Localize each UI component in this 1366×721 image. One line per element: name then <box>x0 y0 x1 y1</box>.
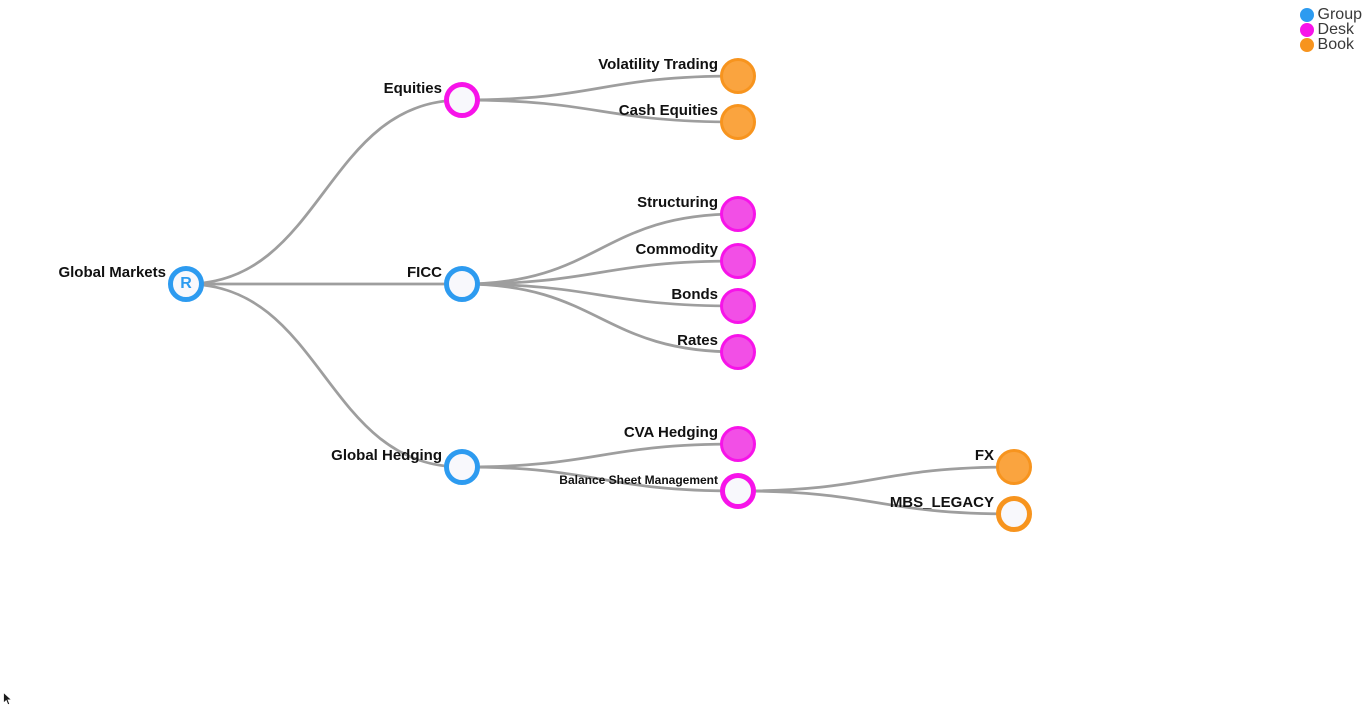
node-label-ficc: FICC <box>407 264 442 281</box>
node-label-cva-hedging: CVA Hedging <box>623 424 718 441</box>
node-cva-hedging[interactable] <box>720 426 756 462</box>
link-balance-sheet-management-to-mbs-legacy <box>737 489 1015 516</box>
link-global-hedging-to-cva-hedging <box>461 442 739 469</box>
link-ficc-to-commodity <box>461 259 739 286</box>
legend-group-label: Group <box>1317 6 1362 23</box>
node-balance-sheet-management[interactable] <box>720 473 756 509</box>
link-equities-to-volatility-trading <box>461 74 739 102</box>
node-equities[interactable] <box>444 82 480 118</box>
node-global-markets[interactable]: R <box>168 266 204 302</box>
link-ficc-to-bonds <box>461 282 739 308</box>
node-bonds[interactable] <box>720 288 756 324</box>
node-label-equities: Equities <box>383 80 442 97</box>
link-ficc-to-rates <box>461 282 739 354</box>
node-label-global-markets: Global Markets <box>58 264 166 281</box>
node-label-mbs-legacy: MBS_LEGACY <box>889 494 994 511</box>
link-ficc-to-structuring <box>461 212 739 286</box>
node-label-global-hedging: Global Hedging <box>331 447 442 464</box>
legend-book-label: Book <box>1317 36 1354 53</box>
node-label-bonds: Bonds <box>671 286 718 303</box>
node-label-rates: Rates <box>677 332 718 349</box>
node-label-volatility-trading: Volatility Trading <box>598 56 718 73</box>
node-fx[interactable] <box>996 449 1032 485</box>
node-label-cash-equities: Cash Equities <box>618 102 718 119</box>
node-label-structuring: Structuring <box>637 194 718 211</box>
node-global-hedging[interactable] <box>444 449 480 485</box>
node-volatility-trading[interactable] <box>720 58 756 94</box>
node-global-markets-badge: R <box>180 275 192 292</box>
node-rates[interactable] <box>720 334 756 370</box>
node-label-fx: FX <box>974 447 994 464</box>
node-label-balance-sheet-management: Balance Sheet Management <box>559 473 718 487</box>
legend-row-group: Group <box>1299 6 1362 23</box>
legend-desk-dot-icon <box>1299 22 1314 37</box>
legend-row-desk: Desk <box>1299 21 1362 38</box>
link-global-markets-to-equities <box>185 98 463 286</box>
legend-desk-label: Desk <box>1317 21 1354 38</box>
node-structuring[interactable] <box>720 196 756 232</box>
link-global-hedging-to-balance-sheet-management <box>461 465 739 493</box>
legend-group-dot-icon <box>1299 7 1314 22</box>
mouse-cursor-icon <box>3 692 13 706</box>
link-global-markets-to-global-hedging <box>185 282 463 469</box>
legend: Group Desk Book <box>1299 6 1362 53</box>
node-label-commodity: Commodity <box>635 241 719 258</box>
node-commodity[interactable] <box>720 243 756 279</box>
node-mbs-legacy[interactable] <box>996 496 1032 532</box>
link-equities-to-cash-equities <box>461 98 739 124</box>
link-balance-sheet-management-to-fx <box>737 465 1015 493</box>
legend-row-book: Book <box>1299 36 1362 53</box>
node-cash-equities[interactable] <box>720 104 756 140</box>
node-ficc[interactable] <box>444 266 480 302</box>
legend-book-dot-icon <box>1299 37 1314 52</box>
